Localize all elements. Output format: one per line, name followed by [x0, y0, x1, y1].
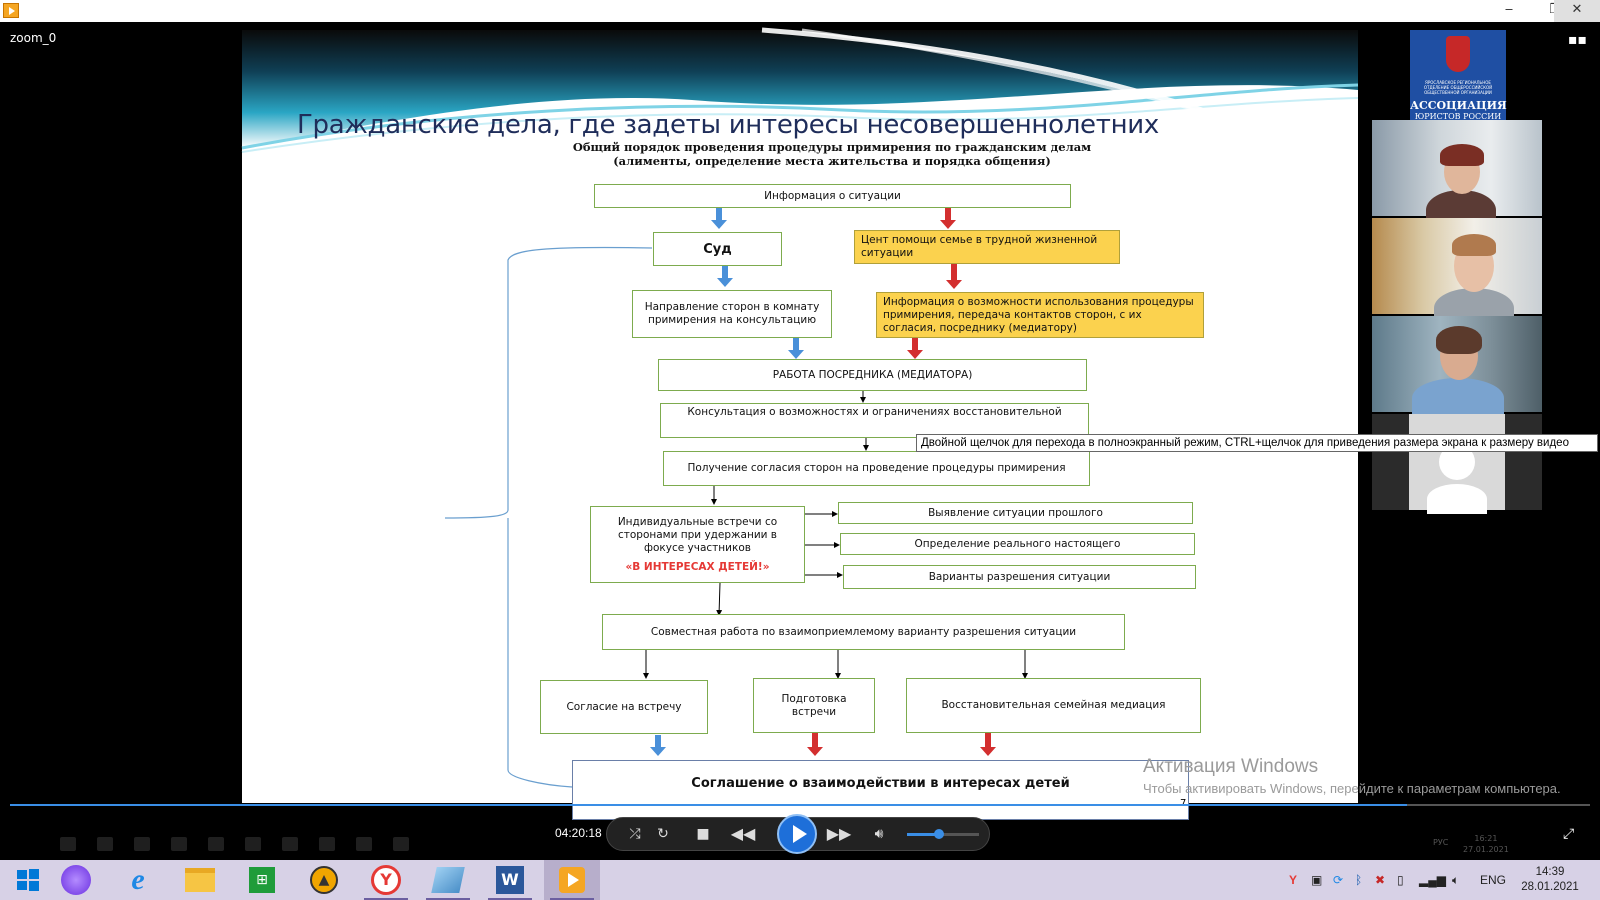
slide-page-number: 7	[1180, 798, 1186, 809]
clock-time: 14:39	[1535, 866, 1565, 878]
aimp-icon[interactable]: ▲	[296, 860, 352, 900]
subtitle-line-2: (алименты, определение места жительства …	[613, 154, 1051, 168]
participant-video-3[interactable]	[1372, 316, 1542, 418]
slide-title: Гражданские дела, где задеты интересы не…	[297, 110, 1159, 140]
shared-time: 16:21	[1474, 834, 1498, 843]
notes-app-icon[interactable]	[420, 860, 476, 900]
fast-forward-icon[interactable]: ▶▶	[826, 824, 852, 843]
flowchart-connectors	[444, 208, 1028, 788]
avatar	[1409, 414, 1505, 514]
shared-screen-clock: РУС 16:21 27.01.2021	[1433, 833, 1509, 855]
word-icon[interactable]: W	[482, 860, 538, 900]
box-individual-meetings: Индивидуальные встречи со сторонами при …	[590, 506, 805, 583]
logo-small-text: ЯРОСЛАВСКОЕ РЕГИОНАЛЬНОЕ ОТДЕЛЕНИЕ ОБЩЕР…	[1423, 80, 1493, 95]
layout-grid-icon[interactable]: ▪▪	[1568, 32, 1587, 48]
box-resolution-variants: Варианты разрешения ситуации	[843, 565, 1196, 589]
input-language[interactable]: ENG	[1480, 873, 1507, 887]
participant-video-2[interactable]	[1372, 218, 1542, 328]
window-titlebar: ‒ ❐ ✕	[0, 0, 1600, 22]
internet-explorer-icon[interactable]: e	[131, 863, 145, 896]
minimize-button[interactable]: ‒	[1504, 2, 1514, 17]
play-button[interactable]	[777, 814, 817, 854]
bluetooth-icon[interactable]: ᛒ	[1355, 873, 1363, 887]
volume-icon[interactable]: 🔊︎	[874, 826, 884, 842]
shared-date: 27.01.2021	[1463, 845, 1509, 854]
file-explorer-icon[interactable]	[172, 860, 228, 900]
rewind-icon[interactable]: ◀◀	[730, 824, 756, 843]
fullscreen-tooltip: Двойной щелчок для перехода в полноэкран…	[916, 434, 1598, 452]
shared-lang: РУС	[1433, 838, 1449, 847]
shared-screen-taskbar	[60, 836, 430, 856]
box-consent: Получение согласия сторон на проведение …	[663, 451, 1090, 486]
individual-meetings-text: Индивидуальные встречи со сторонами при …	[617, 515, 778, 554]
box-mediator-work: РАБОТА ПОСРЕДНИКА (МЕДИАТОРА)	[658, 359, 1087, 391]
store-icon[interactable]: ⊞	[234, 860, 290, 900]
network-signal-icon[interactable]: ▂▄▆	[1419, 873, 1446, 887]
tray-sync-icon[interactable]: ⟳	[1333, 873, 1344, 887]
volume-knob[interactable]	[934, 829, 945, 839]
player-controls: ⤮ ↻ ■ ◀◀ ▶▶ 🔊︎	[606, 814, 990, 854]
activation-text: Чтобы активировать Windows, перейдите к …	[1143, 781, 1561, 796]
start-button[interactable]	[0, 860, 56, 900]
box-meeting-preparation: Подготовка встречи	[753, 678, 875, 733]
crest-icon	[1446, 36, 1470, 72]
tray-app-icon[interactable]: ▣	[1311, 873, 1323, 887]
player-app-icon	[3, 3, 19, 18]
fullscreen-icon[interactable]: ⤢	[1563, 826, 1575, 842]
subtitle-line-1: Общий порядок проведения процедуры прими…	[572, 140, 1092, 154]
box-court: Суд	[653, 232, 782, 266]
volume-muted-tray-icon[interactable]: 🔈︎	[1452, 873, 1460, 887]
volume-level	[907, 833, 940, 836]
shuffle-icon[interactable]: ⤮	[629, 826, 641, 842]
box-family-mediation: Восстановительная семейная медиация	[906, 678, 1201, 733]
box-past-situation: Выявление ситуации прошлого	[838, 502, 1193, 524]
tray-blocked-icon[interactable]: ✖	[1375, 873, 1386, 887]
box-agreement: Соглашение о взаимодействии в интересах …	[572, 760, 1189, 820]
activation-title: Активация Windows	[1143, 756, 1319, 777]
box-info-situation: Информация о ситуации	[594, 184, 1071, 208]
system-clock[interactable]: 14:39 28.01.2021	[1510, 865, 1590, 895]
file-name: zoom_0	[10, 31, 57, 45]
seek-progress	[10, 804, 1407, 806]
slide-wave-decoration	[241, 27, 1359, 153]
volume-slider[interactable]	[907, 829, 979, 839]
box-consent-meeting: Согласие на встречу	[540, 680, 708, 734]
windows-logo-icon	[17, 869, 39, 891]
box-real-present: Определение реального настоящего	[840, 533, 1195, 555]
association-logo-tile[interactable]: ЯРОСЛАВСКОЕ РЕГИОНАЛЬНОЕ ОТДЕЛЕНИЕ ОБЩЕР…	[1410, 30, 1507, 121]
box-joint-work: Совместная работа по взаимоприемлемому в…	[602, 614, 1125, 650]
seek-bar[interactable]	[10, 804, 1590, 806]
box-direction-to-reconciliation: Направление сторон в комнату примирения …	[632, 290, 832, 338]
box-reconciliation-info: Информация о возможности использования п…	[876, 292, 1204, 338]
windows-taskbar: e ⊞ ▲ Y W Y ▣ ⟳ ᛒ ✖ ▯ ▂▄▆ 🔈︎ ENG 14:39 2…	[0, 860, 1600, 900]
logo-subtitle: ЮРИСТОВ РОССИИ	[1414, 112, 1502, 121]
windows-activation-watermark: Активация Windows Чтобы активировать Win…	[1143, 756, 1583, 798]
battery-icon[interactable]: ▯	[1397, 873, 1404, 887]
participant-video-4[interactable]	[1372, 414, 1542, 514]
alice-assistant-icon[interactable]	[48, 860, 104, 900]
box-consultation: Консультация о возможностях и ограничени…	[660, 403, 1089, 438]
stop-icon[interactable]: ■	[696, 826, 710, 842]
clock-date: 28.01.2021	[1521, 881, 1579, 893]
yandex-browser-icon[interactable]: Y	[358, 860, 414, 900]
box-family-help-center: Цент помощи семье в трудной жизненной си…	[854, 230, 1120, 264]
close-button[interactable]: ✕	[1554, 0, 1600, 22]
yandex-tray-icon[interactable]: Y	[1289, 873, 1298, 887]
slide-subtitle: Общий порядок проведения процедуры прими…	[482, 140, 1182, 168]
children-interest-text: «В ИНТЕРЕСАХ ДЕТЕЙ!»	[625, 560, 770, 573]
participant-video-1[interactable]	[1372, 120, 1542, 230]
presentation-slide[interactable]: Гражданские дела, где задеты интересы не…	[241, 27, 1359, 820]
media-player-taskbar-icon[interactable]	[544, 860, 600, 900]
logo-title: АССОЦИАЦИЯ	[1410, 99, 1507, 112]
repeat-icon[interactable]: ↻	[657, 826, 669, 842]
playback-time: 04:20:18	[555, 826, 602, 840]
